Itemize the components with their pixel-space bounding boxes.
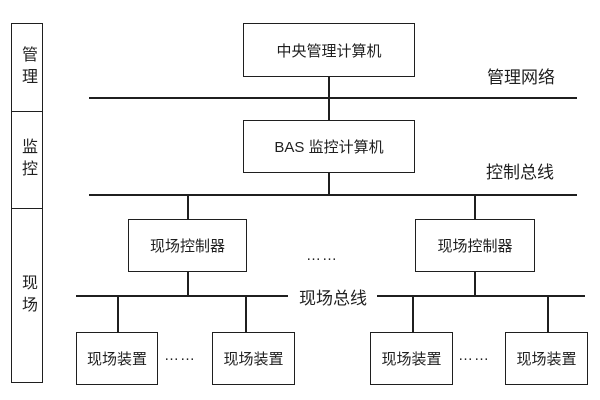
connector-field-bus-to-device-4 — [547, 297, 549, 332]
ellipsis-devices-right: …… — [458, 347, 490, 364]
node-label: 现场控制器 — [437, 238, 513, 255]
level-segment-monitoring: 监控 — [12, 111, 42, 208]
level-segment-field: 现场 — [12, 208, 42, 382]
node-label: 现场装置 — [223, 351, 284, 368]
connector-field-bus-to-device-1 — [117, 297, 119, 332]
connector-bus-to-controller-left — [187, 196, 189, 219]
connector-controller-left-to-field-bus — [187, 272, 189, 295]
ellipsis-controllers: …… — [306, 247, 338, 264]
node-field-device-4: 现场装置 — [505, 332, 588, 385]
level-label-management: 管理 — [19, 45, 36, 90]
control-bus-label: 控制总线 — [486, 163, 554, 182]
node-field-device-1: 现场装置 — [76, 332, 158, 385]
connector-controller-right-to-field-bus — [474, 272, 476, 295]
node-label: 现场装置 — [381, 351, 442, 368]
node-field-device-3: 现场装置 — [370, 332, 453, 385]
level-label-monitoring: 监控 — [19, 138, 36, 182]
management-network-label: 管理网络 — [487, 68, 555, 87]
level-sidebar: 管理 监控 现场 — [11, 23, 43, 383]
level-label-field: 现场 — [19, 273, 36, 318]
field-bus-line-right — [377, 295, 585, 297]
node-field-controller-2: 现场控制器 — [415, 219, 535, 272]
connector-bus-to-controller-right — [474, 196, 476, 219]
node-central-management-computer: 中央管理计算机 — [243, 23, 415, 77]
node-label: 现场控制器 — [149, 238, 225, 255]
node-bas-monitoring-computer: BAS 监控计算机 — [243, 120, 415, 173]
node-label: 现场装置 — [86, 351, 147, 368]
node-label: 中央管理计算机 — [276, 42, 382, 60]
control-bus-line — [89, 194, 577, 196]
connector-central-to-bas — [328, 77, 330, 120]
node-label: BAS 监控计算机 — [274, 139, 384, 156]
connector-field-bus-to-device-2 — [245, 297, 247, 332]
field-bus-label: 现场总线 — [299, 289, 367, 308]
connector-field-bus-to-device-3 — [412, 297, 414, 332]
management-network-line — [89, 97, 577, 99]
level-segment-management: 管理 — [12, 24, 42, 111]
node-field-controller-1: 现场控制器 — [128, 219, 247, 272]
node-label: 现场装置 — [516, 351, 577, 368]
field-bus-line-left — [76, 295, 288, 297]
ellipsis-devices-left: …… — [164, 347, 196, 364]
node-field-device-2: 现场装置 — [212, 332, 295, 385]
connector-bas-to-control-bus — [328, 173, 330, 194]
